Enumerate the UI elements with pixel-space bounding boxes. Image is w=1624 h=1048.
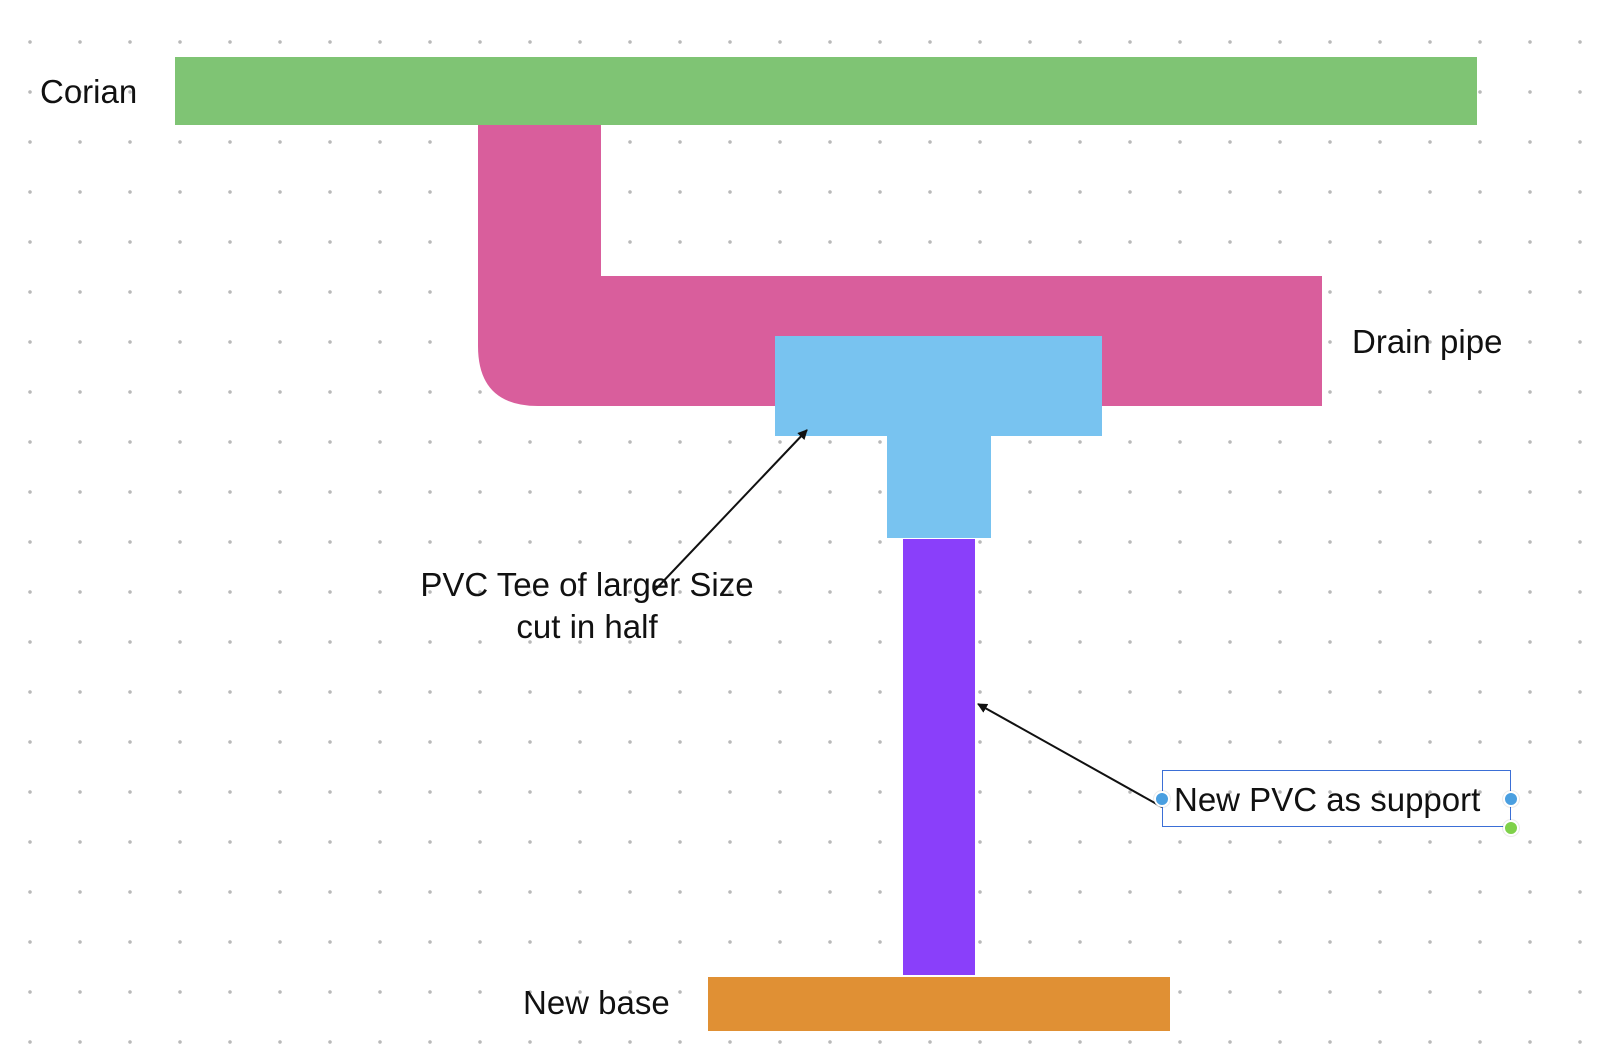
pvc-tee-stem[interactable] bbox=[887, 436, 991, 538]
drain-pipe-label: Drain pipe bbox=[1352, 323, 1503, 360]
support-pointer-arrow[interactable] bbox=[977, 703, 1163, 808]
support-pipe[interactable] bbox=[903, 539, 975, 975]
connector-handle-left[interactable] bbox=[1154, 791, 1170, 807]
pvc-tee-label-line1: PVC Tee of larger Size bbox=[420, 566, 754, 603]
pvc-tee-top[interactable] bbox=[775, 336, 1102, 436]
drain-pipe[interactable] bbox=[478, 125, 1322, 406]
new-base-label: New base bbox=[523, 984, 670, 1021]
corian-slab[interactable] bbox=[175, 57, 1477, 125]
corian-label: Corian bbox=[40, 73, 138, 110]
pvc-tee-label-line2: cut in half bbox=[516, 608, 658, 645]
pvc-tee-label: PVC Tee of larger Size cut in half bbox=[385, 564, 789, 648]
new-pvc-support-label[interactable]: New PVC as support bbox=[1174, 781, 1481, 818]
new-base[interactable] bbox=[708, 977, 1170, 1031]
tee-pointer-arrow[interactable] bbox=[654, 429, 808, 591]
resize-handle[interactable] bbox=[1503, 820, 1519, 836]
connector-handle-right[interactable] bbox=[1503, 791, 1519, 807]
